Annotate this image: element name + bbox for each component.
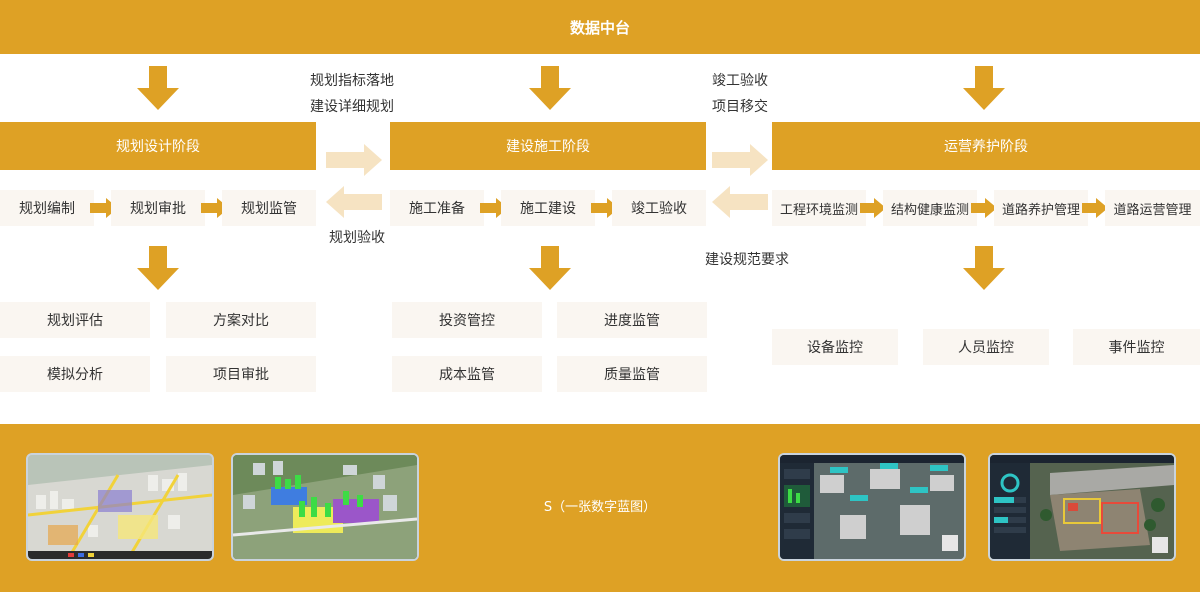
construction-function: 质量监管 xyxy=(557,356,707,392)
urban-plan-3d-image xyxy=(231,453,419,561)
construction-function-label: 质量监管 xyxy=(604,367,660,383)
planning-function-label: 规划评估 xyxy=(47,313,103,329)
construction-function: 投资管控 xyxy=(392,302,542,338)
operation-step: 结构健康监测 xyxy=(883,190,977,226)
build-to-plan-text: 规划验收 xyxy=(329,225,385,251)
operation-function: 事件监控 xyxy=(1073,329,1200,365)
operation-function: 人员监控 xyxy=(923,329,1049,365)
operation-function-label: 人员监控 xyxy=(958,340,1014,356)
planning-function-label: 项目审批 xyxy=(213,367,269,383)
city-3d-model-graphic xyxy=(28,455,212,559)
operate-to-build-text: 建设规范要求 xyxy=(705,247,789,273)
operation-step: 工程环境监测 xyxy=(772,190,866,226)
construction-step-label: 施工建设 xyxy=(520,201,576,217)
planning-step-label: 规划监管 xyxy=(241,201,297,217)
left-arrow-icon xyxy=(712,186,768,218)
plan-to-build-text: 规划指标落地 建设详细规划 xyxy=(310,68,394,120)
planning-function: 模拟分析 xyxy=(0,356,150,392)
stage-operation: 运营养护阶段 xyxy=(772,122,1200,170)
header-title: 数据中台 xyxy=(569,18,630,37)
monitoring-dashboard-graphic xyxy=(780,455,964,559)
planning-step: 规划编制 xyxy=(0,190,94,226)
construction-site-dashboard-graphic xyxy=(990,455,1174,559)
right-arrow-icon xyxy=(326,144,382,176)
construction-step: 施工准备 xyxy=(390,190,484,226)
transition-line: 建设详细规划 xyxy=(310,99,394,115)
stage-planning-label: 规划设计阶段 xyxy=(116,139,200,155)
planning-step-label: 规划审批 xyxy=(130,201,186,217)
operation-step-label: 道路养护管理 xyxy=(1001,202,1080,218)
construction-step-label: 施工准备 xyxy=(409,201,465,217)
construction-step: 竣工验收 xyxy=(612,190,706,226)
transition-line: 规划验收 xyxy=(329,230,385,246)
right-arrow-icon xyxy=(1082,198,1108,218)
operation-step-label: 工程环境监测 xyxy=(779,202,858,218)
down-arrow-icon xyxy=(137,246,179,290)
build-to-operate-text: 竣工验收 项目移交 xyxy=(712,68,768,120)
construction-step-label: 竣工验收 xyxy=(631,201,687,217)
monitoring-dashboard-image xyxy=(778,453,966,561)
left-arrow-icon xyxy=(326,186,382,218)
down-arrow-icon xyxy=(529,246,571,290)
transition-line: 规划指标落地 xyxy=(310,73,394,89)
operation-step-label: 道路运营管理 xyxy=(1113,202,1192,218)
planning-step-label: 规划编制 xyxy=(19,201,75,217)
transition-line: 项目移交 xyxy=(712,99,768,115)
planning-step: 规划审批 xyxy=(111,190,205,226)
operation-function: 设备监控 xyxy=(772,329,898,365)
right-arrow-icon xyxy=(860,198,886,218)
construction-function: 成本监管 xyxy=(392,356,542,392)
planning-function-label: 模拟分析 xyxy=(47,367,103,383)
stage-operation-label: 运营养护阶段 xyxy=(944,139,1028,155)
planning-function-label: 方案对比 xyxy=(213,313,269,329)
operation-function-label: 设备监控 xyxy=(807,340,863,356)
down-arrow-icon xyxy=(963,246,1005,290)
digital-blueprint-label: S（一张数字蓝图） xyxy=(543,500,657,515)
planning-step: 规划监管 xyxy=(222,190,316,226)
transition-line: 建设规范要求 xyxy=(705,252,789,268)
construction-function-label: 投资管控 xyxy=(439,313,495,329)
right-arrow-icon xyxy=(712,144,768,176)
down-arrow-icon xyxy=(963,66,1005,110)
operation-step: 道路养护管理 xyxy=(994,190,1088,226)
planning-function: 方案对比 xyxy=(166,302,316,338)
construction-function-label: 进度监管 xyxy=(604,313,660,329)
operation-step-label: 结构健康监测 xyxy=(890,202,969,218)
operation-step: 道路运营管理 xyxy=(1105,190,1200,226)
city-3d-model-image xyxy=(26,453,214,561)
urban-plan-3d-graphic xyxy=(233,455,417,559)
data-platform-header: 数据中台 xyxy=(0,0,1200,54)
right-arrow-icon xyxy=(971,198,997,218)
transition-line: 竣工验收 xyxy=(712,73,768,89)
down-arrow-icon xyxy=(529,66,571,110)
stage-construction-label: 建设施工阶段 xyxy=(506,139,590,155)
construction-step: 施工建设 xyxy=(501,190,595,226)
stage-planning: 规划设计阶段 xyxy=(0,122,316,170)
operation-function-label: 事件监控 xyxy=(1108,340,1165,356)
planning-function: 项目审批 xyxy=(166,356,316,392)
construction-function-label: 成本监管 xyxy=(439,367,495,383)
construction-site-dashboard-image xyxy=(988,453,1176,561)
down-arrow-icon xyxy=(137,66,179,110)
stage-construction: 建设施工阶段 xyxy=(390,122,706,170)
planning-function: 规划评估 xyxy=(0,302,150,338)
construction-function: 进度监管 xyxy=(557,302,707,338)
